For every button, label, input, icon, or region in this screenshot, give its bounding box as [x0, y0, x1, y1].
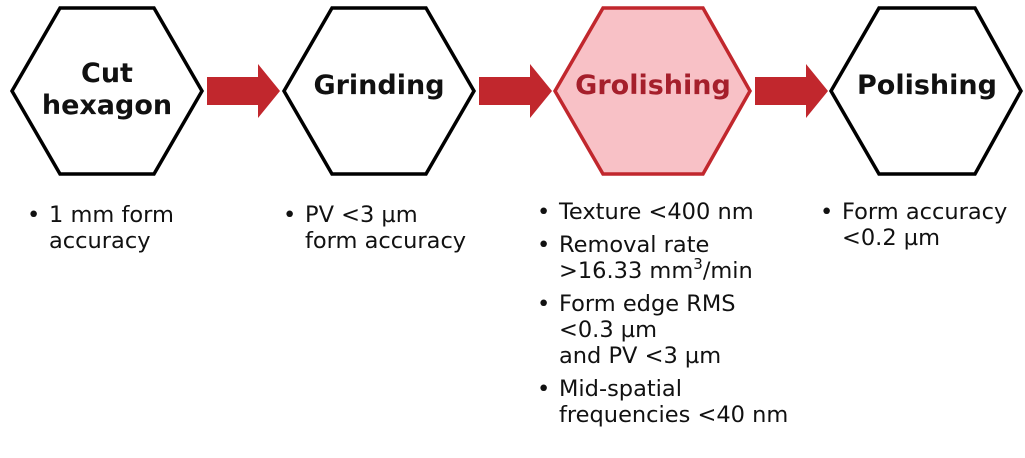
superscript: 3: [693, 255, 703, 273]
arrow-icon: [479, 64, 552, 118]
bullets-polishing: Form accuracy <0.2 µm: [820, 199, 1007, 258]
hexagon-cut-hexagon: [9, 6, 205, 176]
bullet-item: Texture <400 nm: [537, 199, 788, 225]
bullet-line: Removal rate: [559, 232, 710, 258]
step-label-grinding: Grinding: [313, 70, 445, 101]
bullet-item: Mid-spatial frequencies <40 nm: [537, 376, 788, 428]
arrow-icon: [207, 64, 280, 118]
bullet-item: Form edge RMS <0.3 µm and PV <3 µm: [537, 291, 788, 369]
arrow-icon: [755, 64, 828, 118]
bullets-grinding: PV <3 µm form accuracy: [283, 202, 466, 261]
bullet-item: 1 mm form accuracy: [27, 202, 174, 254]
step-label-cut-hexagon: Cut hexagon: [41, 58, 173, 121]
step-label-grolishing: Grolishing: [575, 70, 731, 101]
step-label-polishing: Polishing: [857, 70, 997, 101]
bullets-grolishing: Texture <400 nm Removal rate>16.33 mm3/m…: [537, 199, 788, 435]
bullet-item: Removal rate>16.33 mm3/min: [537, 232, 788, 284]
bullet-line: >16.33 mm: [559, 258, 694, 284]
bullet-line: /min: [702, 258, 753, 284]
hexagon-grinding: [281, 6, 477, 176]
bullets-cut-hexagon: 1 mm form accuracy: [27, 202, 174, 261]
bullet-item: PV <3 µm form accuracy: [283, 202, 466, 254]
hexagon-grolishing: [552, 6, 753, 176]
hexagon-polishing: [828, 6, 1024, 176]
bullet-item: Form accuracy <0.2 µm: [820, 199, 1007, 251]
